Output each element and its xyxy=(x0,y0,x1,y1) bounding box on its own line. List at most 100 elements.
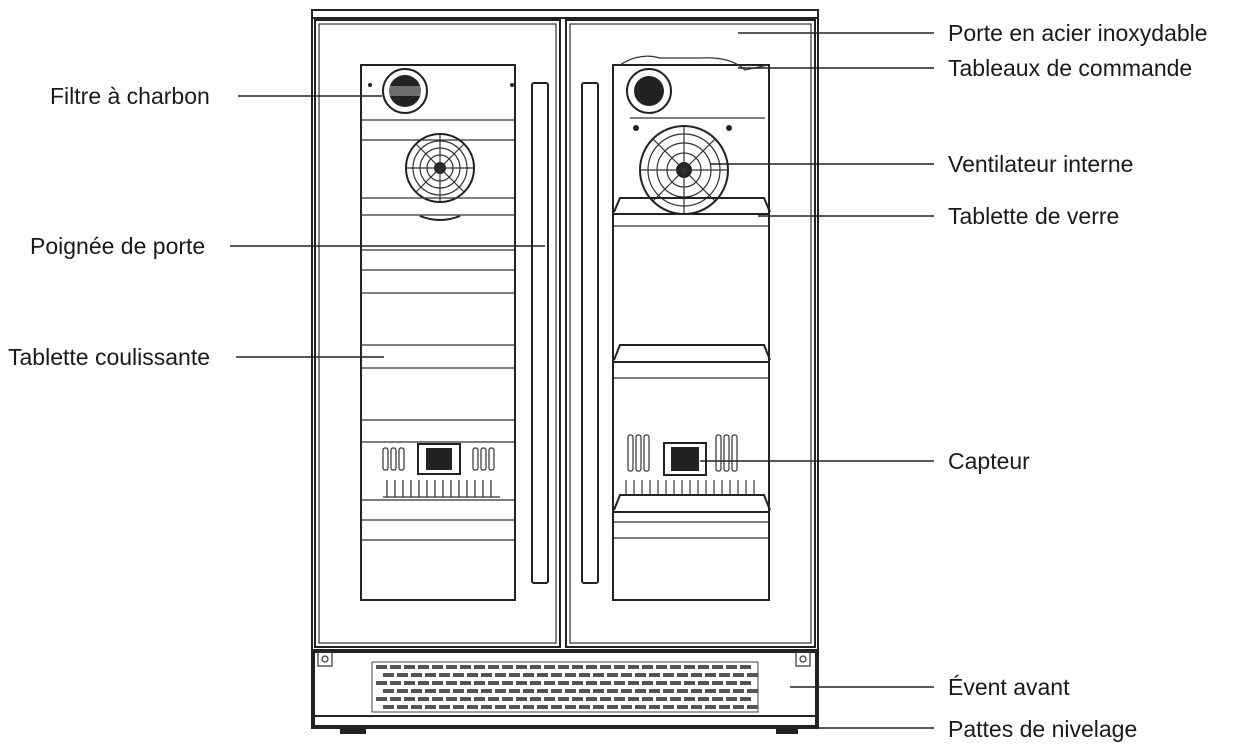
vent-slot xyxy=(677,705,688,709)
vent-slot xyxy=(726,665,737,669)
vent-slot xyxy=(677,689,688,693)
vent-slot xyxy=(698,665,709,669)
vent-slot xyxy=(663,689,674,693)
vent-slot xyxy=(670,665,681,669)
vent-slot xyxy=(537,689,548,693)
vent-slot xyxy=(579,689,590,693)
vent-slot xyxy=(705,705,716,709)
right-door-handle xyxy=(581,82,599,584)
vent-slot xyxy=(579,705,590,709)
vent-slot xyxy=(460,681,471,685)
vent-slot xyxy=(684,681,695,685)
vent-slot xyxy=(572,665,583,669)
vent-slot xyxy=(740,697,751,701)
vent-slot xyxy=(390,681,401,685)
vent-slot xyxy=(530,697,541,701)
rack-left xyxy=(383,480,500,498)
vent-slot xyxy=(684,665,695,669)
charcoal-filter-left xyxy=(368,68,514,114)
vent-slot xyxy=(726,681,737,685)
vent-slot xyxy=(537,705,548,709)
vent-slot xyxy=(481,705,492,709)
vent-slot xyxy=(390,697,401,701)
vent-slot xyxy=(642,681,653,685)
vent-slot xyxy=(719,689,730,693)
vent-slot xyxy=(383,705,394,709)
vent-slot xyxy=(488,681,499,685)
vent-slot xyxy=(719,705,730,709)
vent-slot xyxy=(656,681,667,685)
vent-slot xyxy=(614,697,625,701)
vent-slot xyxy=(747,705,758,709)
vent-slot xyxy=(376,665,387,669)
vent-slot xyxy=(642,665,653,669)
vent-slot xyxy=(425,689,436,693)
vent-slot xyxy=(670,681,681,685)
vent-slot xyxy=(495,673,506,677)
vent-slot xyxy=(705,673,716,677)
vent-slot xyxy=(509,705,520,709)
vent-slot xyxy=(726,697,737,701)
vent-slot xyxy=(614,665,625,669)
right-door xyxy=(565,19,816,648)
vent-slot xyxy=(502,665,513,669)
vent-slot xyxy=(481,673,492,677)
vent-slot xyxy=(614,681,625,685)
vent-slot xyxy=(432,665,443,669)
vent-slot xyxy=(607,705,618,709)
vent-slot xyxy=(418,697,429,701)
vent-slot xyxy=(544,665,555,669)
sensor-left xyxy=(382,443,495,475)
vent-slot xyxy=(712,665,723,669)
vent-slot xyxy=(376,681,387,685)
vent-slot xyxy=(446,697,457,701)
vent-slot xyxy=(530,681,541,685)
vent-slot xyxy=(474,665,485,669)
vent-slot xyxy=(600,697,611,701)
vent-slot xyxy=(523,673,534,677)
vent-slot xyxy=(411,705,422,709)
vent-slot xyxy=(439,705,450,709)
vent-slot xyxy=(432,697,443,701)
left-door xyxy=(314,19,561,648)
vent-slot xyxy=(453,689,464,693)
vent-slot xyxy=(397,705,408,709)
vent-slot xyxy=(733,673,744,677)
vent-slot xyxy=(446,681,457,685)
vent-slot xyxy=(621,705,632,709)
vent-slot xyxy=(551,705,562,709)
vent-slot xyxy=(586,697,597,701)
label-sensor: Capteur xyxy=(948,448,1030,474)
vent-slot xyxy=(425,705,436,709)
vent-slot xyxy=(649,673,660,677)
vent-slot xyxy=(411,673,422,677)
vent-slot xyxy=(635,673,646,677)
vent-slot xyxy=(509,689,520,693)
vent-slot xyxy=(579,673,590,677)
vent-slot xyxy=(586,665,597,669)
vent-slot xyxy=(733,689,744,693)
vent-slot xyxy=(705,689,716,693)
vent-slot xyxy=(740,681,751,685)
vent-slot xyxy=(663,705,674,709)
vent-slot xyxy=(509,673,520,677)
vent-slot xyxy=(383,689,394,693)
vent-slot xyxy=(691,689,702,693)
vent-slot xyxy=(621,689,632,693)
vent-slot xyxy=(376,697,387,701)
vent-slot xyxy=(691,705,702,709)
vent-slot xyxy=(439,673,450,677)
vent-slot xyxy=(446,665,457,669)
leader-lines xyxy=(230,32,934,729)
vent-slot xyxy=(502,681,513,685)
vent-slot xyxy=(460,665,471,669)
label-internal-fan: Ventilateur interne xyxy=(948,151,1133,177)
vent-slot xyxy=(467,673,478,677)
glass-shelf-2 xyxy=(613,344,771,379)
vent-slot xyxy=(684,697,695,701)
vent-slot xyxy=(628,681,639,685)
vent-slot xyxy=(439,689,450,693)
vent-slot xyxy=(460,697,471,701)
vent-slot xyxy=(404,665,415,669)
vent-slot xyxy=(453,673,464,677)
